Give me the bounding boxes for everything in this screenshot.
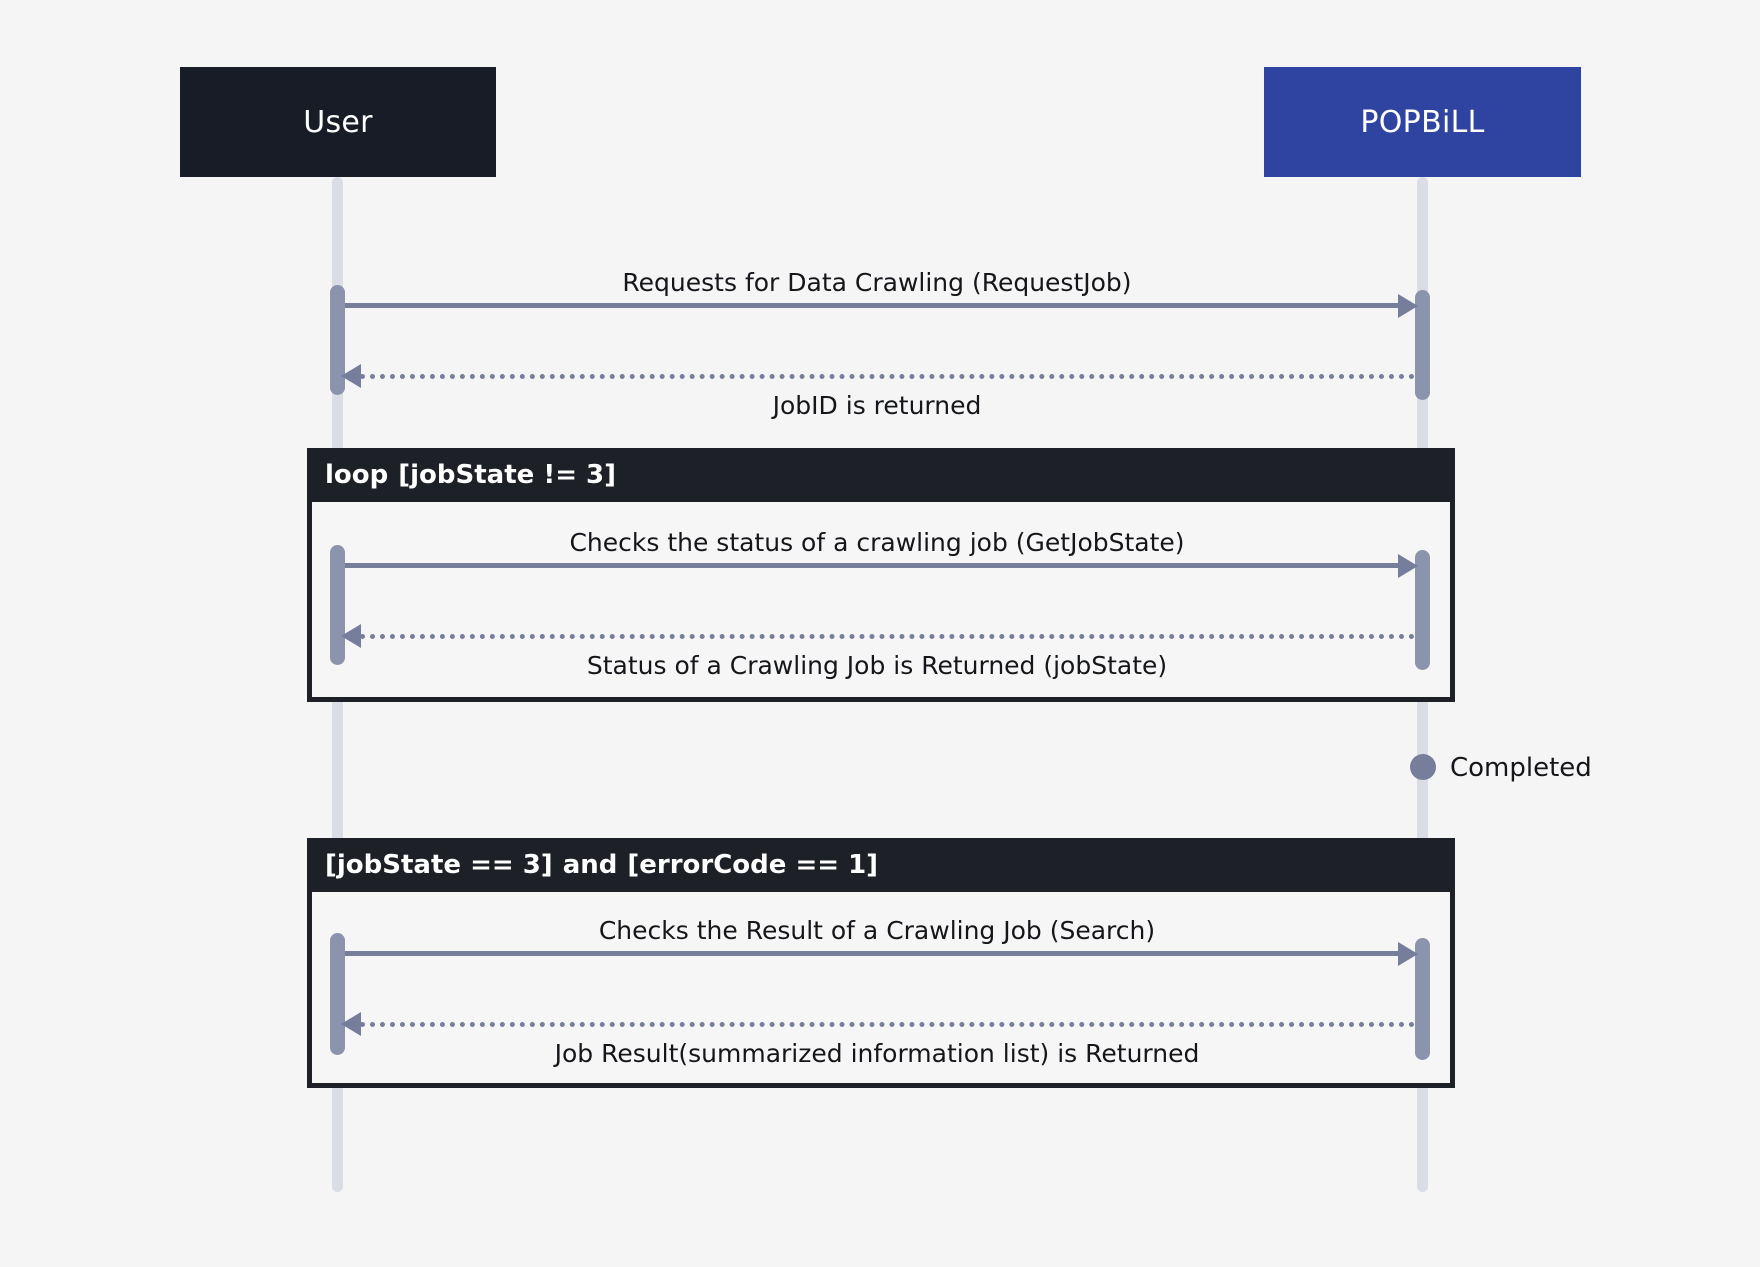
- participant-label-popbill: POPBiLL: [1360, 104, 1485, 140]
- activation-popbill-1: [1415, 290, 1430, 400]
- completed-state-dot: [1410, 754, 1436, 780]
- participant-box-user[interactable]: User: [180, 67, 496, 177]
- message-label-m1: Requests for Data Crawling (RequestJob): [622, 268, 1132, 297]
- message-line-m6: [360, 1022, 1415, 1027]
- participant-box-popbill[interactable]: POPBiLL: [1264, 67, 1581, 177]
- message-arrowhead-m6: [341, 1012, 361, 1036]
- message-label-m2: JobID is returned: [772, 391, 982, 420]
- fragment-condition-conjunction: and: [562, 850, 618, 880]
- fragment-loop-guard: [jobState != 3]: [398, 460, 616, 490]
- message-arrowhead-m1: [1398, 294, 1418, 318]
- fragment-loop-keyword: loop: [325, 460, 389, 490]
- message-line-m1: [345, 303, 1410, 308]
- message-line-m2: [360, 374, 1415, 379]
- fragment-condition-guard-2: [errorCode == 1]: [627, 850, 879, 880]
- message-label-m3: Checks the status of a crawling job (Get…: [569, 528, 1185, 557]
- message-arrowhead-m4: [341, 624, 361, 648]
- message-label-m4: Status of a Crawling Job is Returned (jo…: [586, 651, 1168, 680]
- fragment-condition-header[interactable]: [jobState == 3] and [errorCode == 1]: [307, 838, 1455, 892]
- fragment-loop-header[interactable]: loop [jobState != 3]: [307, 448, 1455, 502]
- message-label-m6: Job Result(summarized information list) …: [554, 1039, 1200, 1068]
- message-line-m4: [360, 634, 1415, 639]
- message-line-m5: [345, 951, 1410, 956]
- activation-popbill-2: [1415, 550, 1430, 670]
- message-label-m5: Checks the Result of a Crawling Job (Sea…: [598, 916, 1156, 945]
- activation-user-3: [330, 933, 345, 1055]
- fragment-condition-guard-1: [jobState == 3]: [325, 850, 553, 880]
- activation-popbill-3: [1415, 938, 1430, 1060]
- completed-state-label: Completed: [1450, 753, 1592, 783]
- message-arrowhead-m2: [341, 364, 361, 388]
- message-line-m3: [345, 563, 1410, 568]
- message-arrowhead-m5: [1398, 942, 1418, 966]
- message-arrowhead-m3: [1398, 554, 1418, 578]
- participant-label-user: User: [303, 104, 373, 140]
